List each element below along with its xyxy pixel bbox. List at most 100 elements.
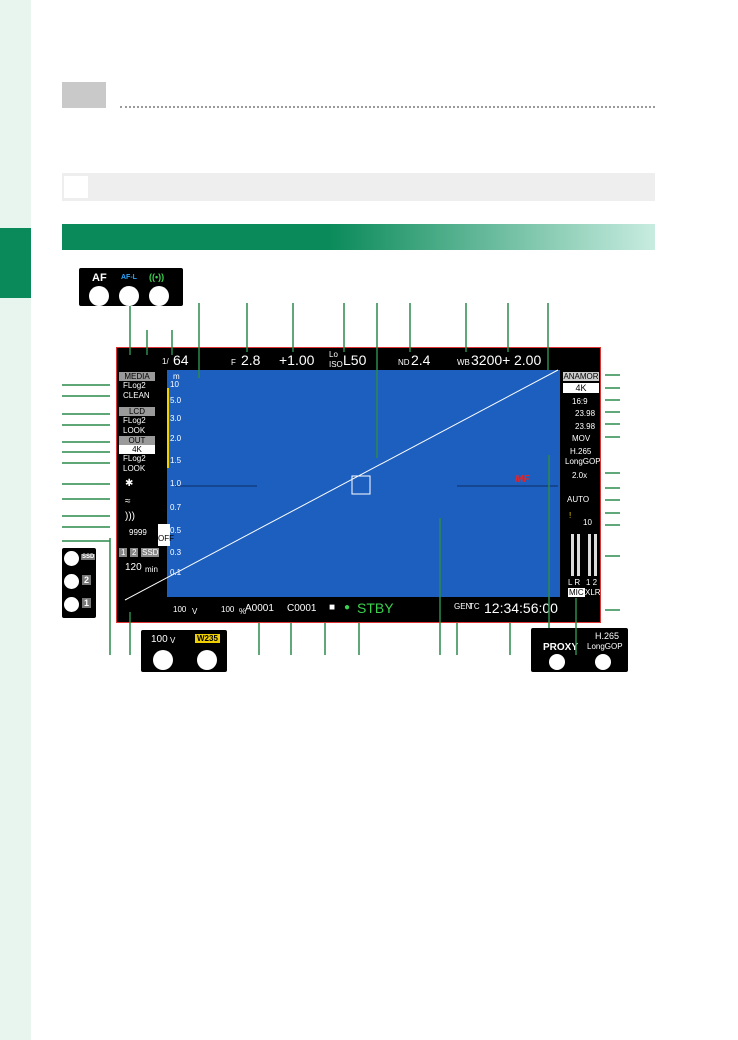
callout-proxy: PROXY (543, 642, 579, 653)
container-format: MOV (572, 434, 591, 443)
mic-label: MIC (568, 588, 585, 597)
media-flog: FLog2 (123, 381, 146, 390)
distance-scale-unit: m (173, 372, 180, 381)
resolution: 4K (563, 383, 599, 393)
proxy-callout: PROXY H.265 LongGOP (531, 628, 628, 672)
audio-meter-l (571, 534, 574, 576)
timer-value: 10 (583, 518, 592, 527)
distance-tick: 5.0 (170, 396, 182, 405)
audio-meter-1 (588, 534, 591, 576)
af-label: AF (92, 272, 107, 284)
zoom-value: 2.00 (514, 352, 542, 368)
af-mode-callout: AF AF-L ((•)) (79, 268, 183, 306)
card-slot-1: 1 (119, 548, 128, 557)
tc-label: TC (469, 602, 480, 611)
recording-status: STBY (357, 600, 394, 616)
media-mode: CLEAN (123, 391, 150, 400)
camera-monitor: 1/ 64 F 2.8 +1.00 Lo ISO L50 ND 2.4 WB 3… (116, 347, 601, 623)
distance-tick: 0.5 (170, 526, 182, 535)
aperture: 2.8 (241, 352, 261, 368)
out-resolution: 4K (119, 445, 155, 454)
slot-two-label: 2 (82, 575, 92, 585)
voltage: 100 (173, 605, 187, 614)
wireless-remote-icon: ))) (125, 511, 135, 522)
section-heading-bar (62, 224, 655, 250)
aperture-prefix: F (231, 358, 236, 367)
frame-rate-1: 23.98 (575, 409, 596, 418)
live-view (167, 370, 560, 597)
section-icon (62, 82, 106, 108)
callout-circle (149, 286, 169, 306)
frame-overlay (124, 369, 559, 601)
iso-lo: Lo (329, 350, 338, 359)
white-balance: 3200+ (471, 352, 511, 368)
focus-range-bar (167, 388, 169, 468)
frame-rate-2: 23.98 (575, 422, 596, 431)
timecode: 12:34:56:00 (484, 600, 558, 616)
audio-meter-2 (594, 534, 597, 576)
out-label: OUT (119, 436, 155, 445)
wb-label: WB (457, 358, 470, 367)
nd-label: ND (398, 358, 410, 367)
callout-voltage: 100 (151, 634, 168, 645)
recording-time-unit: min (145, 565, 158, 574)
voltage-callout: 100 V W235 (141, 630, 227, 672)
callout-circle (64, 551, 79, 566)
bluetooth-icon: ✱ (125, 478, 134, 489)
chapter-tab[interactable] (0, 228, 31, 298)
dotted-divider (120, 106, 655, 108)
clip-a: A0001 (245, 603, 274, 614)
shutter-prefix: 1/ (162, 357, 169, 366)
callout-circle (197, 650, 217, 670)
camera-icon: ■ (329, 602, 336, 613)
callout-circle (153, 650, 173, 670)
iso-value: L50 (343, 352, 367, 368)
wifi-icon: ≈ (125, 496, 131, 507)
audio-lr-label: L R (568, 578, 581, 587)
squeeze-ratio: 2.0x (572, 471, 588, 480)
battery-level: 100 (221, 605, 235, 614)
audio-12-label: 1 2 (586, 578, 598, 587)
clip-c: C0001 (287, 603, 317, 614)
codec-sub: LongGOP (565, 457, 601, 466)
callout-circle (64, 597, 79, 612)
af-continuous-label: ((•)) (149, 272, 165, 282)
callout-circle (549, 654, 565, 670)
ssd-label: SSD (81, 554, 96, 560)
codec: H.265 (570, 447, 592, 456)
media-label: MEDIA (119, 372, 155, 381)
frames-remaining: 9999 (129, 528, 147, 537)
callout-codec-sub: LongGOP (587, 642, 623, 651)
tc-gen: GEN (454, 602, 472, 611)
distance-tick: 0.1 (170, 568, 182, 577)
callout-voltage-unit: V (170, 636, 176, 645)
auto-label: AUTO (567, 495, 590, 504)
af-off-indicator: OFF (158, 524, 174, 546)
anamorphic-indicator: ANAMOR (563, 372, 599, 381)
iso-label: ISO (329, 360, 343, 369)
af-lock-label: AF-L (121, 274, 137, 281)
note-bar (62, 173, 655, 201)
callout-w-label: W235 (195, 634, 220, 643)
aspect-ratio: 16:9 (572, 397, 588, 406)
card-slot-ssd: SSD (141, 548, 160, 557)
callout-circle (64, 574, 79, 589)
callout-circle (119, 286, 139, 306)
distance-tick: 0.7 (170, 503, 182, 512)
distance-tick: 1.0 (170, 479, 182, 488)
distance-tick: 10 (170, 380, 179, 389)
recording-time: 120 (125, 562, 142, 573)
distance-tick: 0.3 (170, 548, 182, 557)
slot-one-label: 1 (82, 598, 92, 608)
nd-value: 2.4 (411, 352, 431, 368)
callout-codec: H.265 (595, 631, 620, 641)
distance-tick: 3.0 (170, 414, 182, 423)
page-sidebar (0, 0, 31, 1040)
note-icon (64, 176, 88, 198)
manual-focus-indicator: MF (515, 474, 530, 485)
distance-tick: 1.5 (170, 456, 182, 465)
voltage-unit: V (192, 607, 198, 616)
battery-unit: % (239, 607, 247, 616)
status-dot: ● (344, 602, 351, 613)
exposure-compensation: +1.00 (279, 352, 315, 368)
